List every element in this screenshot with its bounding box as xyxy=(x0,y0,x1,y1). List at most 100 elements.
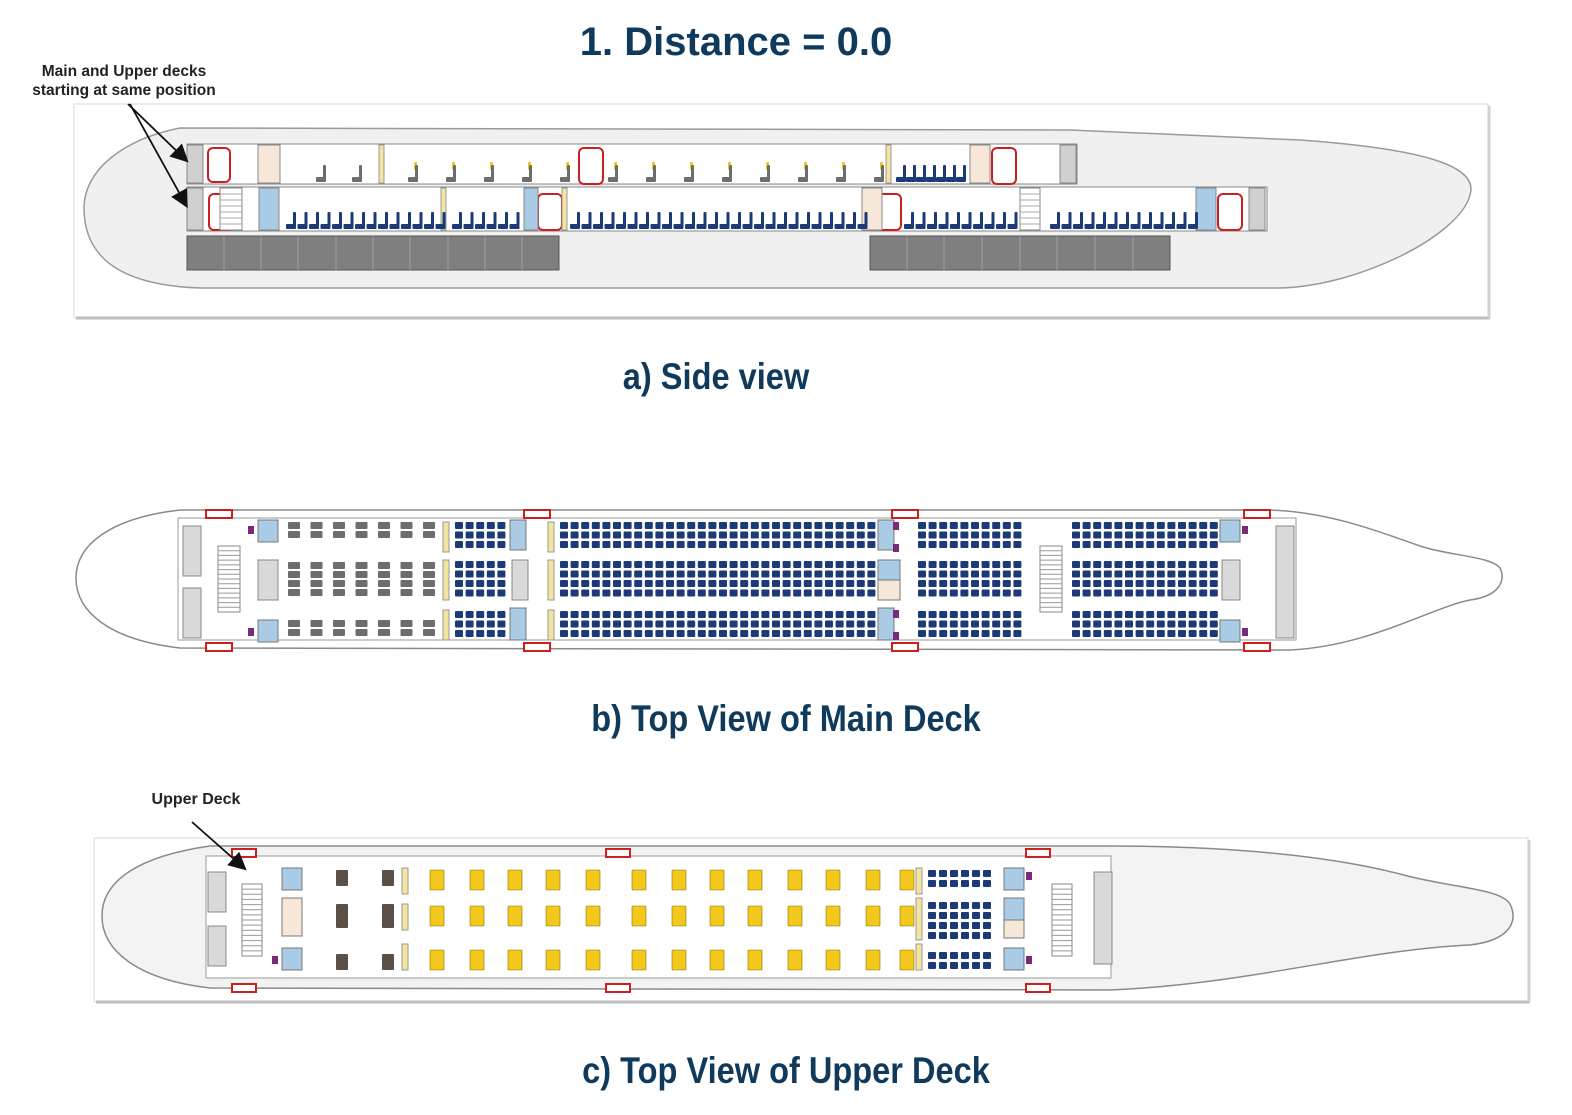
seat xyxy=(708,531,717,539)
seat xyxy=(613,531,621,539)
side-seat-back xyxy=(470,212,474,226)
seat xyxy=(1199,620,1208,628)
seat xyxy=(310,522,323,529)
seat xyxy=(1082,620,1091,628)
seat xyxy=(560,620,568,628)
seat xyxy=(939,932,947,939)
seat xyxy=(856,570,865,578)
seat xyxy=(455,620,463,628)
seat xyxy=(708,611,717,618)
seat xyxy=(1188,541,1197,548)
seat xyxy=(867,531,876,539)
seat xyxy=(560,570,568,578)
side-seat-back xyxy=(913,165,916,179)
seat xyxy=(793,561,802,568)
seat xyxy=(740,611,749,618)
seat xyxy=(429,949,445,971)
seat xyxy=(928,902,936,909)
seat xyxy=(740,589,749,597)
seat xyxy=(740,580,749,587)
seat xyxy=(560,589,568,597)
seat xyxy=(602,531,611,539)
seat xyxy=(960,531,969,539)
seat xyxy=(1125,620,1133,628)
seat xyxy=(429,905,445,927)
side-seat-back xyxy=(1160,212,1164,226)
seat xyxy=(1072,611,1080,618)
seat xyxy=(803,561,812,568)
seat xyxy=(814,620,823,628)
seat xyxy=(497,541,506,548)
seat xyxy=(1082,541,1091,548)
main-deck-view xyxy=(75,509,1503,652)
seat xyxy=(1178,620,1186,628)
seat xyxy=(591,611,600,618)
seat xyxy=(1135,522,1144,529)
seat xyxy=(719,561,727,568)
seat xyxy=(486,531,495,539)
seat xyxy=(570,522,579,529)
seat xyxy=(1002,620,1011,628)
seat xyxy=(1135,531,1144,539)
seat xyxy=(476,570,485,578)
seat xyxy=(476,531,485,539)
seat xyxy=(655,630,664,637)
seat xyxy=(1093,541,1102,548)
seat xyxy=(1209,630,1218,637)
seat xyxy=(476,541,485,548)
side-seat-back xyxy=(623,212,626,226)
seat xyxy=(1082,531,1091,539)
seat xyxy=(486,570,495,578)
seat xyxy=(793,620,802,628)
seat xyxy=(782,620,791,628)
seat xyxy=(928,962,936,969)
seat xyxy=(960,522,969,529)
seat xyxy=(655,589,664,597)
seat xyxy=(972,932,980,939)
seat xyxy=(949,580,958,587)
seat xyxy=(666,620,674,628)
seat xyxy=(666,611,674,618)
seat xyxy=(1167,589,1176,597)
seat xyxy=(772,541,780,548)
seat xyxy=(719,630,727,637)
seat xyxy=(400,562,413,569)
seat xyxy=(655,522,664,529)
side-seat-back xyxy=(516,212,520,226)
seat xyxy=(423,562,435,569)
seat xyxy=(1093,561,1102,568)
seat xyxy=(825,589,833,597)
seat xyxy=(1072,580,1080,587)
seat xyxy=(1156,611,1165,618)
seat xyxy=(1125,570,1133,578)
seat xyxy=(981,620,990,628)
seat xyxy=(899,905,915,927)
seat xyxy=(1114,531,1123,539)
seat xyxy=(992,561,1001,568)
seat xyxy=(983,962,991,969)
seat xyxy=(928,630,937,637)
seat xyxy=(581,561,590,568)
seat xyxy=(631,869,647,891)
seat xyxy=(867,620,876,628)
seat xyxy=(623,522,632,529)
seat xyxy=(867,570,876,578)
side-seat-back xyxy=(830,212,833,226)
seat xyxy=(972,902,980,909)
seat xyxy=(1103,620,1112,628)
seat xyxy=(288,589,300,596)
seat xyxy=(740,522,749,529)
seat xyxy=(793,531,802,539)
seat xyxy=(1072,589,1080,597)
seat xyxy=(971,620,979,628)
seat xyxy=(1103,522,1112,529)
seat xyxy=(486,522,495,529)
seat xyxy=(918,580,926,587)
seat xyxy=(750,589,759,597)
seat xyxy=(585,869,601,891)
seat xyxy=(1209,620,1218,628)
seat xyxy=(1209,589,1218,597)
seat xyxy=(835,531,844,539)
seat xyxy=(570,589,579,597)
seat xyxy=(644,522,653,529)
